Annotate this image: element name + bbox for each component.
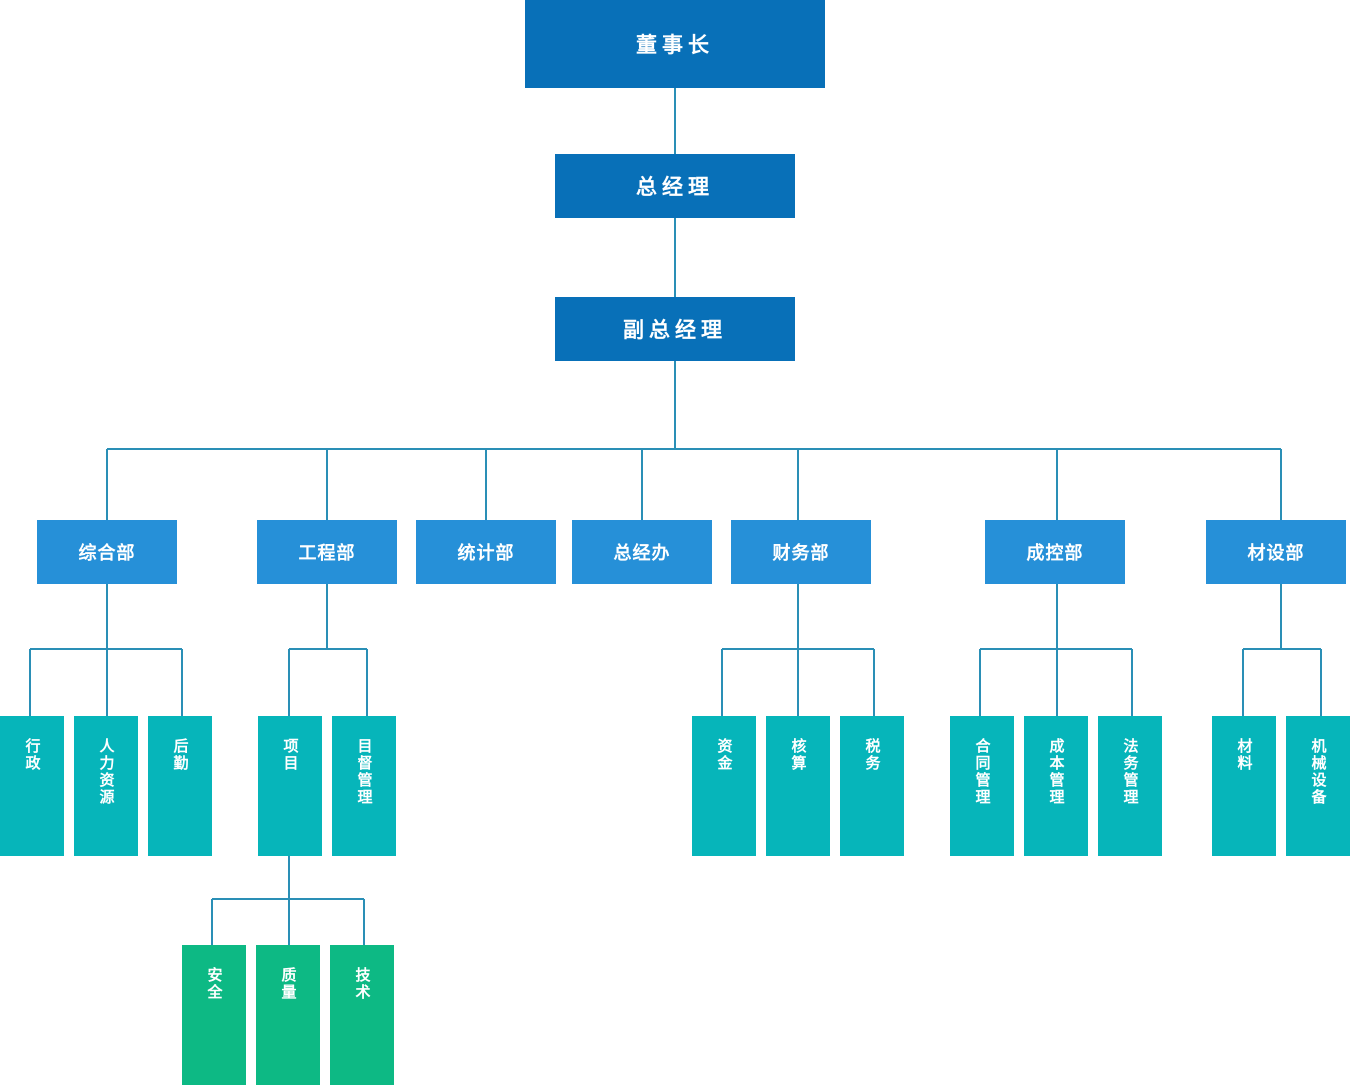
leaf-label: 技术 [353, 967, 372, 1001]
dept-label: 财务部 [772, 543, 830, 564]
dept-label: 材设部 [1247, 543, 1305, 564]
dept-label: 工程部 [298, 543, 356, 564]
sub-label: 行政 [23, 738, 42, 772]
sub-box: 人力资源 [74, 716, 138, 856]
sub-box: 税务 [840, 716, 904, 856]
sub-box: 法务管理 [1098, 716, 1162, 856]
sub-label: 项目 [281, 738, 300, 772]
sub-box: 资金 [692, 716, 756, 856]
chairman-label: 董事长 [636, 33, 714, 57]
sub-label: 资金 [715, 738, 734, 772]
sub-label: 合同管理 [973, 738, 992, 806]
sub-box: 后勤 [148, 716, 212, 856]
sub-label: 机械设备 [1309, 738, 1328, 806]
dept-box-zongjingban: 总经办 [572, 520, 712, 584]
sub-box: 材料 [1212, 716, 1276, 856]
dept-label: 总经办 [613, 543, 671, 564]
dept-label: 综合部 [78, 543, 136, 564]
sub-box: 目督管理 [332, 716, 396, 856]
sub-box: 成本管理 [1024, 716, 1088, 856]
leaf-box: 技术 [330, 945, 394, 1085]
leaf-label: 安全 [205, 967, 224, 1001]
dept-box-gongcheng: 工程部 [257, 520, 397, 584]
dept-label: 统计部 [457, 543, 515, 564]
dept-box-chengkong: 成控部 [985, 520, 1125, 584]
sub-box: 合同管理 [950, 716, 1014, 856]
sub-label: 核算 [789, 738, 808, 772]
chairman-box: 董事长 [525, 0, 825, 88]
leaf-box: 安全 [182, 945, 246, 1085]
deputy-gm-label: 副总经理 [623, 318, 727, 342]
gm-label: 总经理 [636, 175, 714, 199]
sub-label: 成本管理 [1047, 738, 1066, 806]
dept-box-caiwu: 财务部 [731, 520, 871, 584]
leaf-box: 质量 [256, 945, 320, 1085]
sub-label: 税务 [863, 738, 882, 772]
dept-label: 成控部 [1026, 543, 1084, 564]
gm-box: 总经理 [555, 154, 795, 218]
sub-label: 目督管理 [355, 738, 374, 806]
sub-box: 项目 [258, 716, 322, 856]
sub-label: 人力资源 [97, 738, 116, 806]
dept-box-tongji: 统计部 [416, 520, 556, 584]
dept-box-zonghe: 综合部 [37, 520, 177, 584]
dept-box-caishe: 材设部 [1206, 520, 1346, 584]
sub-box: 行政 [0, 716, 64, 856]
sub-label: 法务管理 [1121, 738, 1140, 806]
deputy-gm-box: 副总经理 [555, 297, 795, 361]
sub-label: 材料 [1235, 738, 1254, 772]
sub-box: 机械设备 [1286, 716, 1350, 856]
leaf-label: 质量 [279, 967, 298, 1001]
sub-label: 后勤 [171, 738, 190, 772]
sub-box: 核算 [766, 716, 830, 856]
